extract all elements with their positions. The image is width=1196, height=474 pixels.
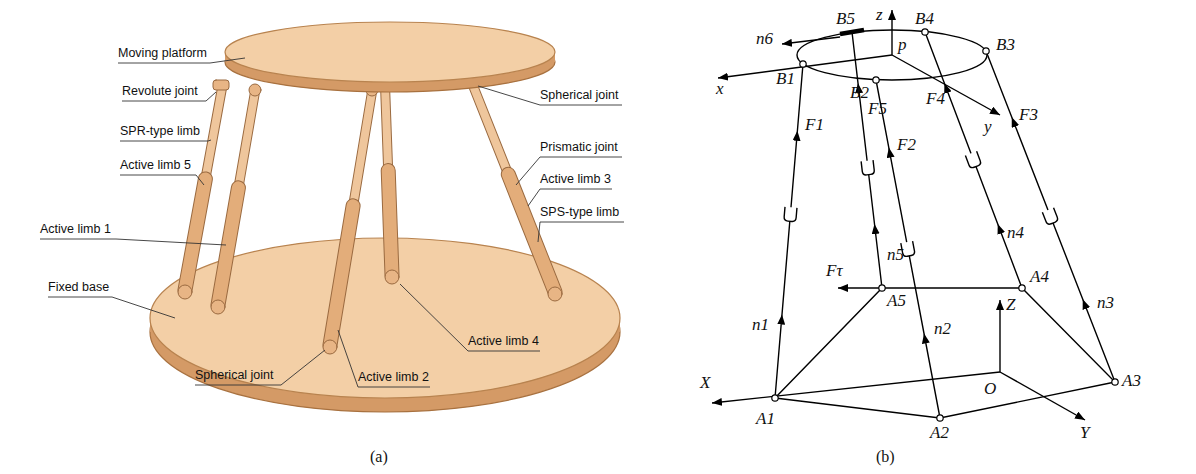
symbol-label: Y [1080, 424, 1089, 442]
part-label: Moving platform [118, 46, 207, 61]
part-label: Active limb 3 [540, 172, 611, 187]
symbol-label: p [898, 36, 907, 54]
part-label: Spherical joint [195, 368, 274, 383]
symbol-label: B3 [996, 36, 1015, 54]
symbol-label: F1 [805, 116, 824, 134]
schematic [712, 10, 1118, 421]
symbol-label: Fτ [826, 262, 842, 280]
symbol-label: Z [1006, 296, 1015, 314]
symbol-label: F3 [1019, 106, 1038, 124]
part-label: Active limb 4 [468, 334, 539, 349]
part-label: SPS-type limb [540, 205, 619, 220]
symbol-label: B4 [915, 10, 934, 28]
part-label: SPR-type limb [120, 124, 200, 139]
symbol-label: A1 [756, 410, 775, 428]
symbol-label: n3 [1097, 294, 1114, 312]
symbol-label: A5 [887, 292, 906, 310]
symbol-label: A3 [1122, 372, 1141, 390]
part-label: Fixed base [48, 280, 109, 295]
part-label: Spherical joint [540, 88, 619, 103]
symbol-label: F5 [868, 100, 887, 118]
symbol-label: x [716, 80, 724, 98]
symbol-label: B5 [836, 10, 855, 28]
subfigure-label: (a) [370, 448, 388, 466]
part-label: Revolute joint [122, 84, 198, 99]
subfigure-label: (b) [876, 448, 895, 466]
symbol-label: B2 [850, 84, 869, 102]
symbol-label: n4 [1007, 224, 1024, 242]
symbol-label: X [700, 374, 710, 392]
symbol-label: F4 [926, 90, 945, 108]
symbol-label: A4 [1030, 268, 1049, 286]
part-label: Prismatic joint [540, 140, 618, 155]
symbol-label: z [876, 6, 883, 24]
limbs [178, 74, 562, 354]
part-label: Active limb 5 [120, 158, 191, 173]
symbol-label: n1 [752, 316, 769, 334]
symbol-label: n2 [934, 320, 951, 338]
symbol-label: O [984, 380, 996, 398]
part-label: Active limb 1 [40, 222, 111, 237]
leader-lines [40, 58, 624, 387]
symbol-label: n5 [887, 246, 904, 264]
symbol-label: B1 [776, 70, 795, 88]
moving-platform [225, 22, 555, 92]
symbol-label: n6 [756, 30, 773, 48]
symbol-label: F2 [897, 136, 916, 154]
symbol-label: A2 [930, 424, 949, 442]
part-label: Active limb 2 [358, 370, 429, 385]
symbol-label: y [984, 118, 992, 136]
